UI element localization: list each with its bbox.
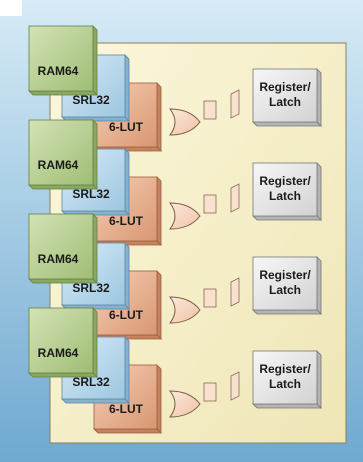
lut-label: 6-LUT bbox=[109, 214, 144, 228]
or-gate-icon bbox=[168, 390, 201, 418]
lut-label: 6-LUT bbox=[109, 120, 144, 134]
register-block-side bbox=[316, 350, 322, 409]
ram-block bbox=[28, 25, 94, 92]
lut-block-side bbox=[156, 82, 162, 152]
register-label-line2: Latch bbox=[269, 95, 301, 109]
register-block-bottom bbox=[252, 403, 322, 409]
register-block-bottom bbox=[252, 309, 322, 315]
srl-block-side bbox=[124, 336, 130, 404]
register-label-line2: Latch bbox=[269, 283, 301, 297]
flipflop-icon bbox=[203, 382, 217, 402]
or-gate-icon bbox=[168, 296, 201, 324]
srl-block-side bbox=[124, 148, 130, 216]
srl-label: SRL32 bbox=[72, 281, 110, 295]
ram-label: RAM64 bbox=[38, 158, 79, 172]
register-block-side bbox=[316, 256, 322, 315]
ram-block bbox=[28, 119, 94, 186]
mux-tab-icon bbox=[230, 371, 240, 401]
register-label-line1: Register/ bbox=[259, 174, 311, 188]
ram-block-side bbox=[92, 25, 98, 96]
ram-label: RAM64 bbox=[38, 346, 79, 360]
lut-label: 6-LUT bbox=[109, 308, 144, 322]
or-gate-icon bbox=[168, 108, 201, 136]
register-block-side bbox=[316, 162, 322, 221]
register-label-line1: Register/ bbox=[259, 362, 311, 376]
register-block bbox=[252, 68, 318, 123]
lut-block-side bbox=[156, 270, 162, 340]
srl-label: SRL32 bbox=[72, 93, 110, 107]
register-label-line2: Latch bbox=[269, 377, 301, 391]
mux-tab-icon bbox=[230, 277, 240, 307]
mux-tab-icon bbox=[230, 89, 240, 119]
flipflop-icon bbox=[203, 194, 217, 214]
mux-tab-icon bbox=[230, 183, 240, 213]
register-label-line2: Latch bbox=[269, 189, 301, 203]
ram-block-side bbox=[92, 119, 98, 190]
lut-label: 6-LUT bbox=[109, 402, 144, 416]
slices: RAM64SRL326-LUTRegister/LatchRAM64SRL326… bbox=[28, 25, 322, 434]
flipflop-icon bbox=[203, 288, 217, 308]
register-block-bottom bbox=[252, 215, 322, 221]
lut-block-bottom bbox=[93, 428, 162, 434]
ram-block-side bbox=[92, 213, 98, 284]
ram-label: RAM64 bbox=[38, 252, 79, 266]
register-label-line1: Register/ bbox=[259, 80, 311, 94]
srl-block-side bbox=[124, 54, 130, 122]
register-block bbox=[252, 256, 318, 311]
register-block-side bbox=[316, 68, 322, 127]
ram-block bbox=[28, 213, 94, 280]
srl-label: SRL32 bbox=[72, 187, 110, 201]
register-block-bottom bbox=[252, 121, 322, 127]
lut-block-side bbox=[156, 176, 162, 246]
lut-block-side bbox=[156, 364, 162, 434]
flipflop-icon bbox=[203, 100, 217, 120]
ram-block-side bbox=[92, 307, 98, 378]
ram-label: RAM64 bbox=[38, 64, 79, 78]
corner-cutout bbox=[0, 0, 22, 16]
srl-block-side bbox=[124, 242, 130, 310]
register-label-line1: Register/ bbox=[259, 268, 311, 282]
ram-block bbox=[28, 307, 94, 374]
or-gate-icon bbox=[168, 202, 201, 230]
register-block bbox=[252, 162, 318, 217]
register-block bbox=[252, 350, 318, 405]
srl-label: SRL32 bbox=[72, 375, 110, 389]
